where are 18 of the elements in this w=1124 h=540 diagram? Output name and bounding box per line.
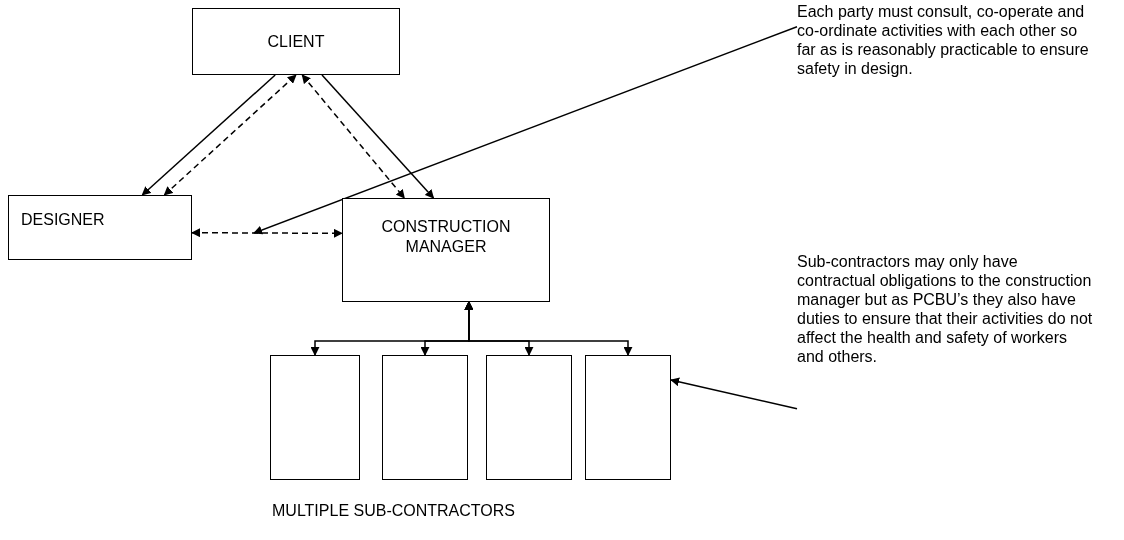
arrow [321, 74, 435, 199]
empty-box [486, 355, 572, 480]
process-box: CLIENT [192, 8, 400, 75]
empty-box [270, 355, 360, 480]
empty-box [382, 355, 468, 480]
arrow [163, 74, 297, 196]
process-box: CONSTRUCTION MANAGER [342, 198, 550, 302]
arrow [301, 74, 406, 199]
caption-label: MULTIPLE SUB-CONTRACTORS [272, 502, 515, 520]
note-text: Each party must consult, co-operate and co-ordinate activities with each other so far as is reasonably practicable to ensure safety in design. [797, 2, 1089, 78]
process-box: DESIGNER [8, 195, 192, 260]
empty-box [585, 355, 671, 480]
leader-line [670, 377, 798, 410]
arrow [141, 74, 276, 196]
arrow [191, 228, 343, 238]
arrow [464, 301, 633, 356]
leader-line [253, 25, 798, 235]
note-text: Sub-contractors may only have contractual obligations to the construction manager but as PCBU’s they also have duties to ensure that their activities do not affect the health and safety of workers and others. [797, 252, 1097, 366]
